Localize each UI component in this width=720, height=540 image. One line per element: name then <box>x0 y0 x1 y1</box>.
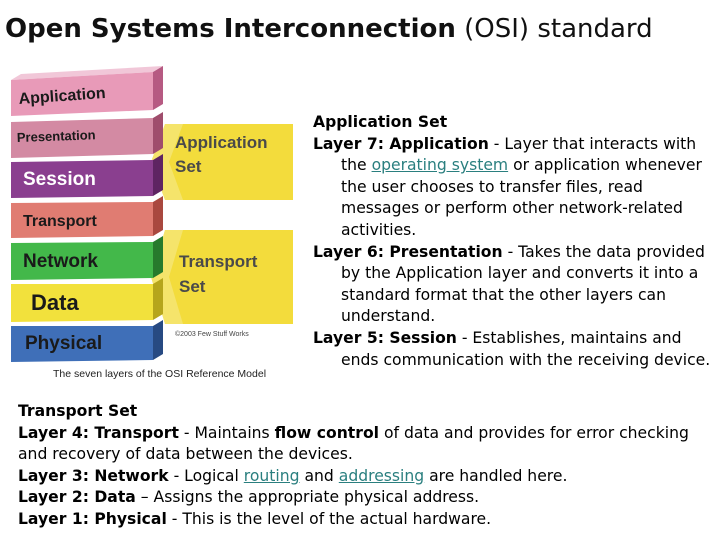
page-title: Open Systems Interconnection (OSI) stand… <box>5 14 653 44</box>
layer3-name: Layer 3: Network <box>18 466 169 485</box>
layer2-description: Layer 2: Data – Assigns the appropriate … <box>18 488 480 507</box>
layer-label-session: Session <box>23 169 96 190</box>
osi-layers-illustration: Application Presentation Session Transpo… <box>3 66 303 386</box>
application-set-heading: Application Set <box>313 113 448 131</box>
layer-label-data: Data <box>31 290 79 315</box>
layer2-name: Layer 2: Data <box>18 488 136 507</box>
layer-label-application: Application <box>18 85 106 108</box>
transport-set-label-line1: Transport <box>179 252 258 271</box>
layer-label-presentation: Presentation <box>17 127 96 145</box>
layer-block-session <box>11 154 163 198</box>
transport-set-text: Transport Set Layer 4: Transport - Maint… <box>18 401 718 531</box>
title-rest: (OSI) standard <box>455 14 653 44</box>
application-set-label-line2: Set <box>175 157 202 176</box>
operating-system-link[interactable]: operating system <box>371 156 509 175</box>
layer-block-presentation <box>11 112 163 158</box>
figure-caption: The seven layers of the OSI Reference Mo… <box>53 368 266 380</box>
layer6-description: Layer 6: Presentation - Takes the data p… <box>313 242 705 326</box>
application-set-text: Application Set Layer 7: Application - L… <box>313 112 718 371</box>
transport-set-arrow <box>151 230 293 324</box>
layer-block-transport <box>11 196 163 238</box>
layer5-description: Layer 5: Session - Establishes, maintain… <box>313 328 711 369</box>
application-set-arrow <box>151 124 293 200</box>
title-bold: Open Systems Interconnection <box>5 14 456 44</box>
application-set-label-line1: Application <box>175 133 268 152</box>
layer5-name: Layer 5: Session <box>313 328 457 347</box>
layer-block-physical <box>11 320 163 362</box>
layer4-name: Layer 4: Transport <box>18 423 179 442</box>
layer-label-physical: Physical <box>25 333 102 354</box>
layer-label-transport: Transport <box>23 213 97 230</box>
layer1-name: Layer 1: Physical <box>18 509 167 528</box>
layer1-description: Layer 1: Physical - This is the level of… <box>18 509 492 528</box>
layer-block-application <box>11 66 163 116</box>
layer-label-network: Network <box>23 251 98 272</box>
layer-block-data <box>11 278 163 322</box>
layer7-description: Layer 7: Application - Layer that intera… <box>313 134 702 239</box>
layer7-name: Layer 7: Application <box>313 134 489 153</box>
flow-control-emphasis: flow control <box>274 423 380 442</box>
layer3-description: Layer 3: Network - Logical routing and a… <box>18 466 568 485</box>
layer4-description: Layer 4: Transport - Maintains flow cont… <box>18 423 689 464</box>
addressing-link[interactable]: addressing <box>338 466 425 485</box>
transport-set-label-line2: Set <box>179 277 206 296</box>
transport-set-heading: Transport Set <box>18 402 138 420</box>
layer6-name: Layer 6: Presentation <box>313 242 503 261</box>
layer-block-network <box>11 236 163 280</box>
routing-link[interactable]: routing <box>243 466 300 485</box>
figure-copyright: ©2003 Few Stuff Works <box>175 330 249 338</box>
